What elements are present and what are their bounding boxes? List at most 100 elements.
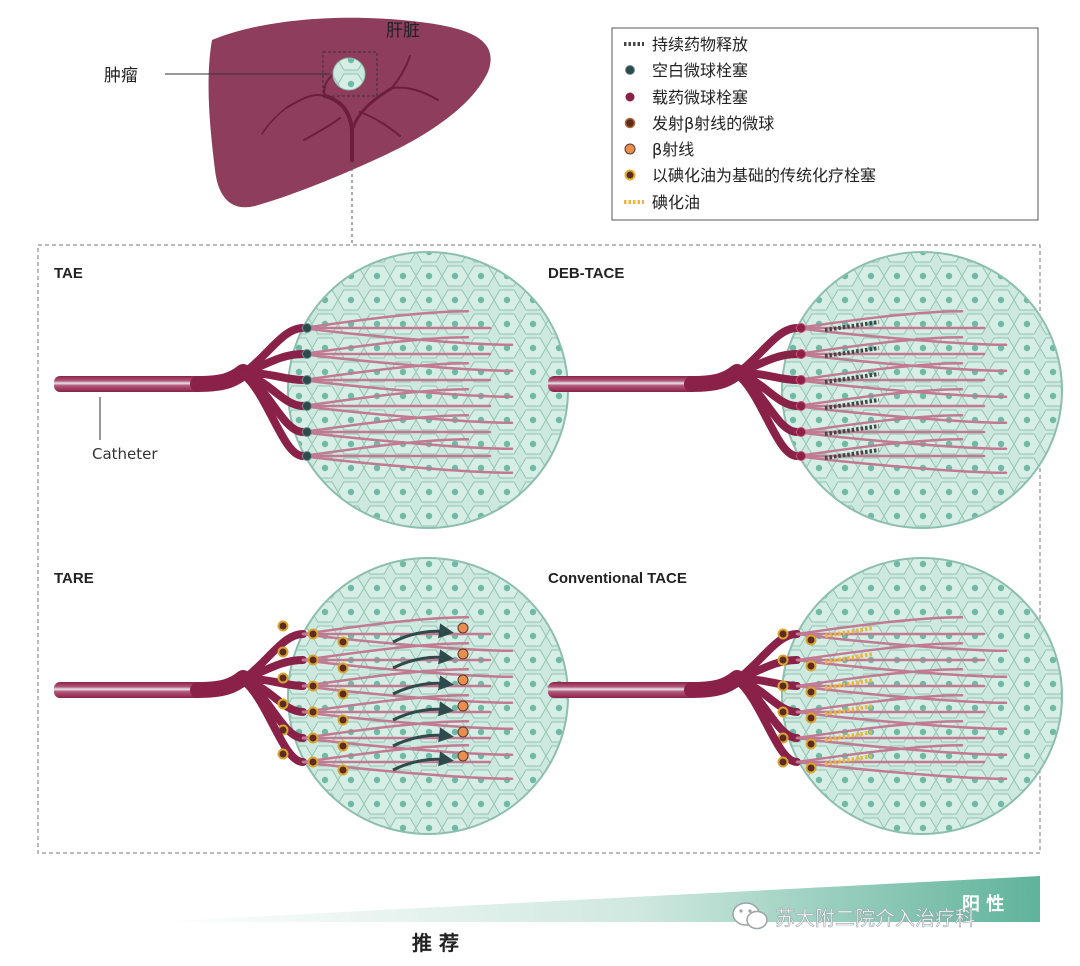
legend-box (611, 27, 1039, 221)
panels-frame (37, 244, 1041, 854)
legend-label-5: 以碘化油为基础的传统化疗栓塞 (652, 166, 876, 185)
positive-label: 阳 性 (962, 893, 1004, 915)
beta-emitting-microsphere (337, 740, 349, 752)
beta-emitting-microsphere (307, 654, 319, 666)
capillary (795, 641, 964, 662)
legend-label-0: 持续药物释放 (652, 35, 748, 54)
capillary (301, 743, 470, 764)
panel-deb-tace (548, 251, 1063, 529)
lipiodol-trail (824, 678, 874, 690)
drug-release-trail (824, 372, 880, 384)
lipiodol-embolus (777, 756, 789, 768)
beta-emitting-microsphere (277, 620, 289, 632)
crimson-sphere-icon (625, 92, 635, 102)
capillary (795, 454, 1008, 475)
drug-release-trail (824, 346, 880, 358)
tumor-mass (332, 57, 366, 91)
capillary (795, 404, 1008, 425)
panel-tare (54, 557, 569, 835)
wechat-icon (732, 902, 768, 930)
capillary (795, 632, 1008, 653)
artery-branch (733, 370, 801, 460)
drug-eluting-bead (796, 427, 806, 437)
blank-microsphere (302, 427, 312, 437)
blank-microsphere (302, 401, 312, 411)
artery-trunk (684, 364, 745, 392)
capillary (301, 378, 514, 399)
orange-sphere-icon (624, 143, 636, 155)
beta-ray-arrow (392, 727, 454, 748)
liver-shape (208, 17, 491, 208)
drug-eluting-bead (796, 451, 806, 461)
yellow-ringed-sphere-icon (624, 169, 636, 181)
artery-branch (239, 676, 307, 766)
beta-ray-particle (457, 700, 469, 712)
artery-trunk (190, 364, 251, 392)
beta-emitting-microsphere (307, 732, 319, 744)
legend-label-1: 空白微球栓塞 (652, 61, 748, 80)
drug-release-trail (824, 448, 880, 460)
capillary (301, 667, 470, 688)
beta-ray-arrow (392, 751, 454, 772)
beta-ray-particle (457, 750, 469, 762)
lipiodol-embolus (777, 680, 789, 692)
beta-emitting-microsphere (277, 672, 289, 684)
capillary (301, 387, 470, 408)
beta-ray-arrow (392, 701, 454, 722)
lipiodol-embolus (777, 628, 789, 640)
lipiodol-trail (824, 704, 874, 716)
drug-eluting-bead (796, 401, 806, 411)
panel-conventional-tace (548, 557, 1063, 835)
lipiodol-embolus (805, 738, 817, 750)
lipiodol-trail (824, 730, 874, 742)
capillary (795, 326, 1008, 347)
panel-label-tare: TARE (54, 570, 94, 587)
beta-emitting-microsphere (337, 636, 349, 648)
panel-label-conventional-tace: Conventional TACE (548, 570, 687, 587)
beta-ray-arrow (392, 675, 454, 696)
lipiodol-embolus (805, 634, 817, 646)
beta-emitting-microsphere (277, 748, 289, 760)
footer: 阳 性 推 荐 苏大附二院介入治疗科 (150, 876, 1040, 955)
panel-label-tae: TAE (54, 265, 83, 282)
beta-emitting-microsphere (307, 706, 319, 718)
lipiodol-embolus (805, 660, 817, 672)
liver-illustration (165, 17, 491, 245)
capillary (795, 760, 1008, 781)
drug-release-trail (824, 424, 880, 436)
capillary (795, 387, 964, 408)
beta-ray-particle (457, 622, 469, 634)
panel-tae (54, 251, 569, 529)
catheter-tube (54, 376, 204, 392)
beta-emitting-microsphere (337, 764, 349, 776)
beta-emitting-microsphere (337, 662, 349, 674)
capillary (795, 658, 1008, 679)
capillary (301, 719, 470, 740)
capillary (301, 693, 470, 714)
capillary (795, 361, 964, 382)
lipiodol-embolus (777, 654, 789, 666)
legend-label-4: β射线 (652, 140, 694, 159)
capillary (301, 352, 514, 373)
capillary (301, 684, 514, 705)
capillary (795, 710, 1008, 731)
capillary (795, 378, 1008, 399)
capillary (301, 658, 514, 679)
capillary (301, 413, 470, 434)
tumor-focus-box (322, 51, 378, 97)
legend-label-2: 载药微球栓塞 (652, 88, 748, 107)
beta-emitting-microsphere (307, 756, 319, 768)
capillary (795, 615, 964, 636)
capillary (795, 352, 1008, 373)
blank-microsphere (302, 349, 312, 359)
catheter-tube (548, 682, 698, 698)
tumor-label: 肿瘤 (104, 66, 138, 86)
beta-ray-particle (457, 726, 469, 738)
lipiodol-embolus (805, 712, 817, 724)
beta-emitting-microsphere (337, 688, 349, 700)
blank-microsphere (302, 375, 312, 385)
capillary (301, 454, 514, 475)
capillary (795, 667, 964, 688)
beta-emitting-microsphere (277, 698, 289, 710)
capillary (795, 693, 964, 714)
